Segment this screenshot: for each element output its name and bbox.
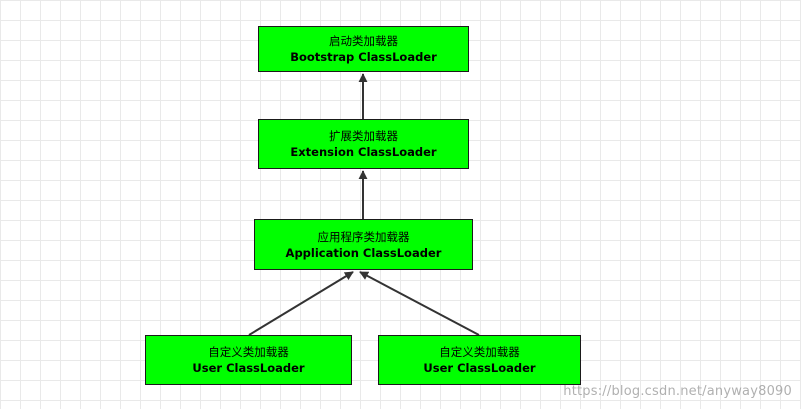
node-label-en: User ClassLoader xyxy=(192,361,305,375)
node-label-cn: 扩展类加载器 xyxy=(329,129,398,143)
node-user-classloader-left[interactable]: 自定义类加载器 User ClassLoader xyxy=(145,335,352,385)
node-label-cn: 应用程序类加载器 xyxy=(317,229,410,244)
node-application-classloader[interactable]: 应用程序类加载器 Application ClassLoader xyxy=(254,219,473,270)
node-bootstrap-classloader[interactable]: 启动类加载器 Bootstrap ClassLoader xyxy=(258,26,469,72)
node-label-en: Application ClassLoader xyxy=(285,245,442,260)
node-label-en: Extension ClassLoader xyxy=(290,145,437,159)
edge-user1-to-application xyxy=(248,271,354,336)
edge-user2-to-application xyxy=(359,271,480,336)
node-label-cn: 启动类加载器 xyxy=(329,34,398,48)
node-label-en: Bootstrap ClassLoader xyxy=(290,50,437,64)
node-label-cn: 自定义类加载器 xyxy=(208,345,289,359)
node-label-cn: 自定义类加载器 xyxy=(439,345,520,359)
node-extension-classloader[interactable]: 扩展类加载器 Extension ClassLoader xyxy=(258,119,469,169)
node-label-en: User ClassLoader xyxy=(423,361,536,375)
watermark-text: https://blog.csdn.net/anyway8090 xyxy=(563,384,792,399)
node-user-classloader-right[interactable]: 自定义类加载器 User ClassLoader xyxy=(378,335,581,385)
